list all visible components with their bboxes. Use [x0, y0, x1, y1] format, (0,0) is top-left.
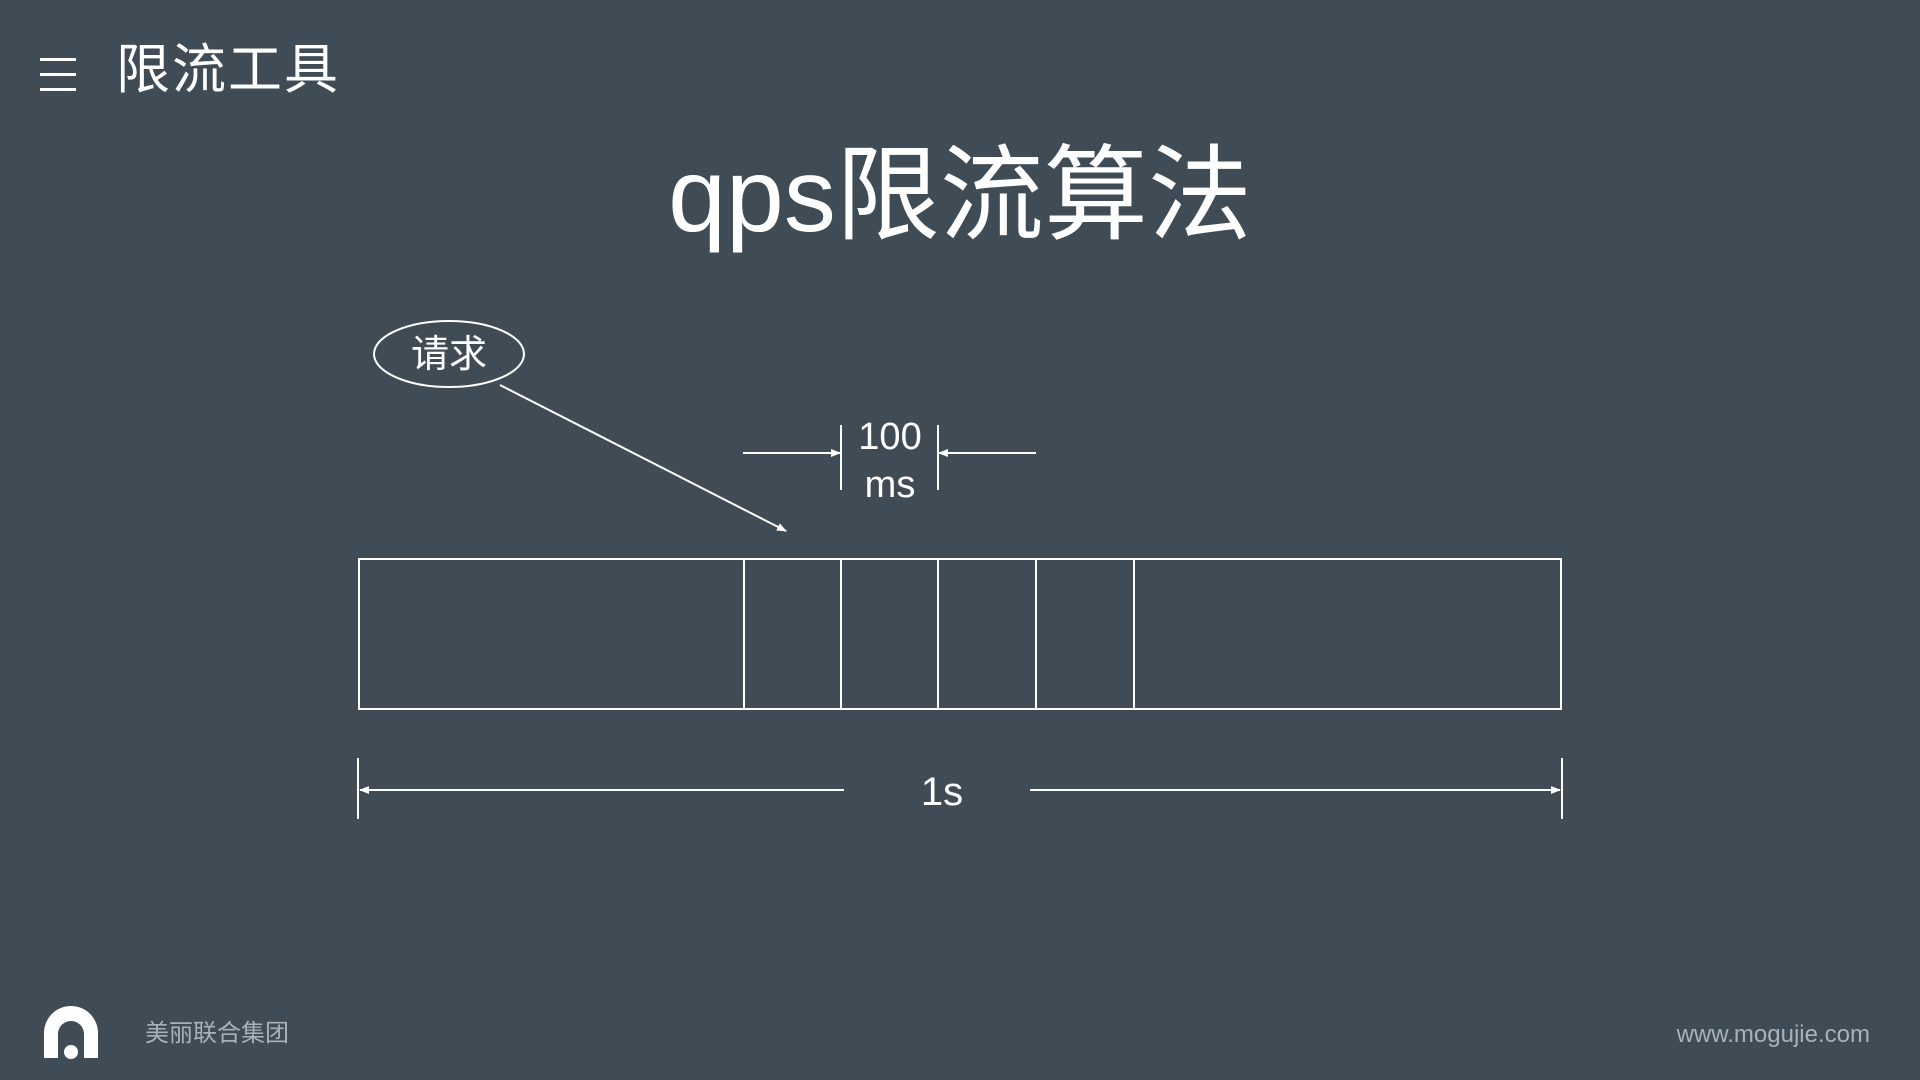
footer-company-name: 美丽联合集团 [145, 1019, 289, 1047]
footer-url[interactable]: www.mogujie.com [1676, 1021, 1870, 1048]
menu-icon-bar [40, 88, 76, 91]
timeline-bar [358, 558, 1562, 710]
menu-icon[interactable] [40, 58, 76, 92]
window-label-value: 100 [858, 416, 921, 458]
request-label: 请求 [411, 334, 487, 376]
request-pointer-arrow [499, 384, 787, 532]
window-label-unit: ms [865, 464, 916, 506]
menu-icon-bar [40, 58, 76, 61]
section-title: 限流工具 [116, 38, 340, 101]
slide-title: qps限流算法 [668, 138, 1252, 254]
request-bubble [373, 320, 525, 388]
menu-icon-bar [40, 73, 76, 76]
mogujie-logo-icon [44, 1006, 98, 1059]
total-label: 1s [921, 770, 963, 814]
